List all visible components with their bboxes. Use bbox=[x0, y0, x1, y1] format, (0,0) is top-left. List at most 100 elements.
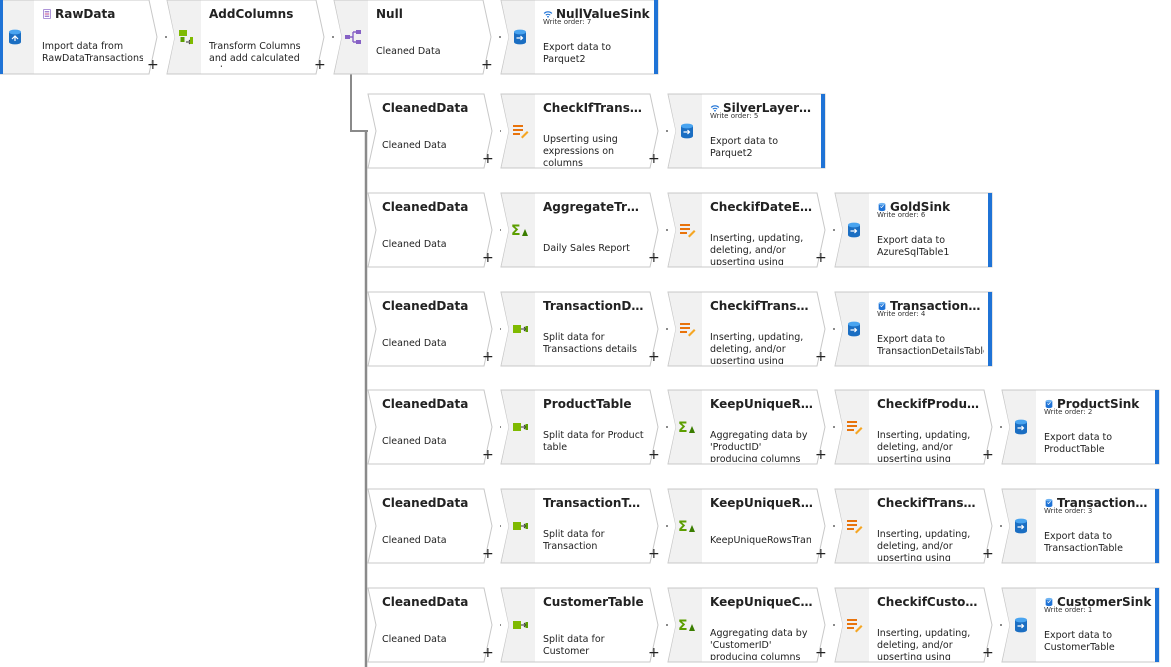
node-title: SilverLayerSink bbox=[710, 101, 819, 115]
add-transformation-button[interactable]: + bbox=[482, 349, 494, 365]
node-description: Upserting using expressions on columns '… bbox=[543, 134, 618, 166]
source-accent-bar bbox=[0, 0, 3, 74]
node-title: CleanedData bbox=[382, 101, 480, 115]
add-transformation-button[interactable]: + bbox=[815, 447, 827, 463]
node-transform-checkifproductexi[interactable]: CheckifProductExi...Inserting, updating,… bbox=[834, 389, 1000, 465]
node-description: Export data to TransactionDetailsTable bbox=[877, 334, 984, 357]
sql-database-icon bbox=[1045, 597, 1053, 607]
sink-accent-bar bbox=[654, 0, 658, 74]
aggregate-icon: Σ bbox=[678, 618, 695, 634]
node-transform-keepuniquerows[interactable]: ΣKeepUniqueRows...KeepUniqueRowsTransact… bbox=[667, 488, 833, 564]
node-shape bbox=[166, 0, 325, 75]
node-icon-box bbox=[505, 390, 535, 464]
add-transformation-button[interactable]: + bbox=[648, 447, 660, 463]
add-transformation-button[interactable]: + bbox=[147, 57, 159, 73]
node-title: CheckifProductExi... bbox=[877, 397, 980, 411]
aggregate-icon: Σ bbox=[678, 519, 695, 535]
svg-text:Σ: Σ bbox=[678, 420, 688, 436]
sql-database-icon bbox=[878, 202, 886, 212]
node-icon-box bbox=[672, 193, 702, 267]
add-transformation-button[interactable]: + bbox=[482, 151, 494, 167]
node-description: Cleaned Data bbox=[382, 338, 447, 349]
node-title-text: KeepUniqueRows... bbox=[710, 496, 813, 510]
add-transformation-button[interactable]: + bbox=[982, 645, 994, 661]
add-transformation-button[interactable]: + bbox=[815, 645, 827, 661]
node-title-text: Null bbox=[376, 7, 403, 21]
node-transform-checkiftransactio[interactable]: CheckifTransactio...Inserting, updating,… bbox=[667, 291, 833, 367]
node-icon-box bbox=[839, 390, 869, 464]
node-title-text: CleanedData bbox=[382, 595, 469, 609]
new-branch-icon bbox=[345, 30, 361, 44]
svg-text:Σ: Σ bbox=[678, 618, 688, 634]
write-order: Write order: 1 bbox=[1044, 606, 1093, 614]
node-shape bbox=[500, 291, 659, 367]
node-shape bbox=[367, 291, 493, 367]
node-icon-box bbox=[505, 0, 535, 74]
node-description: Inserting, updating, deleting, and/or up… bbox=[710, 332, 804, 364]
node-transform-transactiondetail[interactable]: TransactionDetail...Split data for Trans… bbox=[500, 291, 666, 367]
add-transformation-button[interactable]: + bbox=[482, 546, 494, 562]
node-transform-checkiftransactio[interactable]: CheckifTransactio...Inserting, updating,… bbox=[834, 488, 1000, 564]
add-transformation-button[interactable]: + bbox=[982, 546, 994, 562]
node-transform-checkifcustomer[interactable]: CheckifCustomer...Inserting, updating, d… bbox=[834, 587, 1000, 663]
node-title: CheckifCustomer... bbox=[877, 595, 980, 609]
write-order: Write order: 6 bbox=[877, 211, 926, 219]
node-transform-checkifdateexists[interactable]: CheckifDateExistsInserting, updating, de… bbox=[667, 192, 833, 268]
node-transform-aggregatetransac[interactable]: ΣAggregateTransac...Daily Sales Report bbox=[500, 192, 666, 268]
node-transform-checkiftransactio[interactable]: CheckIfTransactio...Upserting using expr… bbox=[500, 93, 666, 169]
node-shape bbox=[500, 192, 659, 268]
add-transformation-button[interactable]: + bbox=[481, 57, 493, 73]
node-icon-box bbox=[1006, 390, 1036, 464]
source-cylinder-icon bbox=[9, 29, 21, 45]
add-transformation-button[interactable]: + bbox=[815, 250, 827, 266]
add-transformation-button[interactable]: + bbox=[648, 151, 660, 167]
add-transformation-button[interactable]: + bbox=[314, 57, 326, 73]
add-transformation-button[interactable]: + bbox=[815, 349, 827, 365]
node-title: GoldSink bbox=[877, 200, 986, 214]
node-icon-box bbox=[0, 0, 30, 74]
node-title: CustomerTable bbox=[543, 595, 646, 609]
node-icon-box: Σ bbox=[672, 489, 702, 563]
sink-cylinder-icon bbox=[848, 222, 860, 238]
node-transform-keepuniquerows[interactable]: ΣKeepUniqueRowsAggregating data by 'Prod… bbox=[667, 389, 833, 465]
write-order: Write order: 4 bbox=[877, 310, 926, 318]
node-icon-box bbox=[505, 94, 535, 168]
node-title: NullValueSink bbox=[543, 7, 652, 21]
add-transformation-button[interactable]: + bbox=[648, 546, 660, 562]
add-transformation-button[interactable]: + bbox=[815, 546, 827, 562]
add-transformation-button[interactable]: + bbox=[648, 349, 660, 365]
add-transformation-button[interactable]: + bbox=[648, 250, 660, 266]
node-transform-keepuniquecusto[interactable]: ΣKeepUniqueCusto...Aggregating data by '… bbox=[667, 587, 833, 663]
node-description: Aggregating data by 'ProductID' producin… bbox=[710, 430, 808, 462]
node-description: Export data to Parquet2 bbox=[710, 136, 779, 159]
add-transformation-button[interactable]: + bbox=[482, 447, 494, 463]
node-icon-box bbox=[505, 588, 535, 662]
node-title: AggregateTransac... bbox=[543, 200, 646, 214]
node-description: Inserting, updating, deleting, and/or up… bbox=[877, 529, 971, 561]
node-description: Cleaned Data bbox=[382, 535, 447, 546]
add-transformation-button[interactable]: + bbox=[482, 645, 494, 661]
add-transformation-button[interactable]: + bbox=[982, 447, 994, 463]
add-transformation-button[interactable]: + bbox=[648, 645, 660, 661]
add-transformation-button[interactable]: + bbox=[482, 250, 494, 266]
